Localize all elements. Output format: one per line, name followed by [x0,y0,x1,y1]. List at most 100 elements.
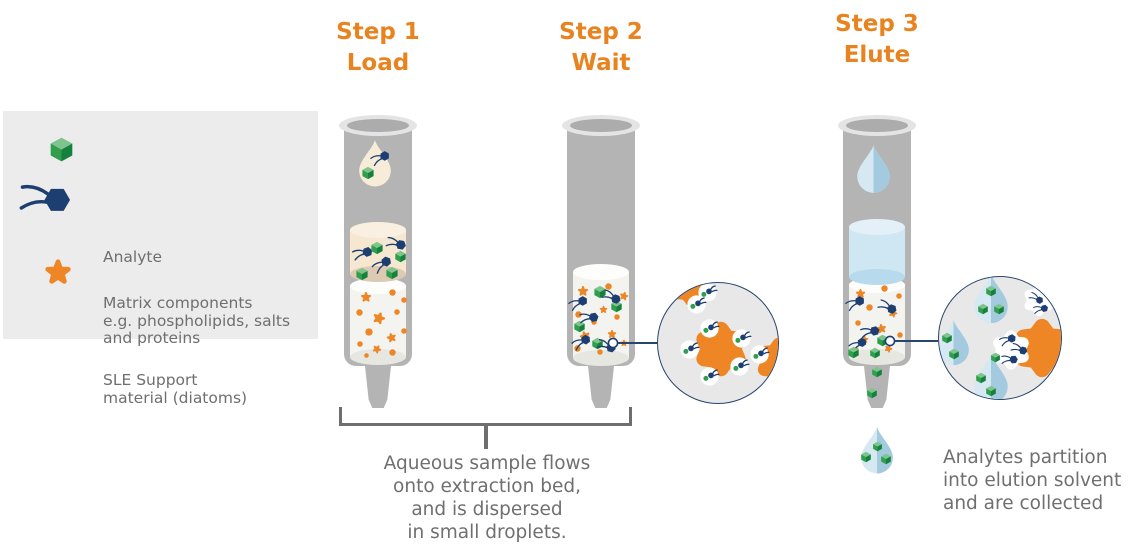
diatom-icon [855,320,861,326]
collected-droplet [859,426,895,474]
matrix-icon [843,291,869,313]
diatom-icon [897,332,903,338]
matrix-icon [384,234,409,252]
analyte-icon [975,372,987,384]
analyte-icon [876,334,889,347]
liquid-layer-step3-elute [849,227,905,277]
liquid-top-ellipse-step3-elute [849,219,905,235]
analyte-icon [866,387,878,399]
analyte-icon [880,453,892,465]
analyte-icon [985,385,997,397]
analyte-icon [977,303,989,315]
liquid-top-ellipse-step1-load [350,222,406,238]
diatom-icon [887,307,900,320]
matrix-icon [350,242,376,263]
analyte-icon [361,166,375,180]
diatom-icon [384,330,397,343]
sample-microdroplet-icon [729,356,749,376]
droplet-icon [972,277,1010,324]
diatom-icon [607,329,617,339]
tube-rim-inner-step1-load [347,119,409,132]
analyte-icon [385,266,399,280]
analyte-icon [610,300,623,313]
caption-load-wait: Aqueous sample flows onto extraction bed… [383,453,591,543]
analyte-icon [573,320,586,333]
sample-microdroplet-icon [749,344,769,364]
steps-1-2-bracket [339,407,632,426]
diatom-icon [357,341,363,347]
sample-microdroplet-icon [731,328,751,348]
sample-microdroplet-icon [699,366,719,386]
matrix-icon [876,297,901,317]
diatom-icon [604,282,612,290]
sample-microdroplet-icon [697,283,717,302]
diatom-surface-blob [692,320,750,378]
diatom-icon [853,347,859,353]
sample-microdroplet-icon [679,339,699,359]
diatom-icon [875,322,888,335]
diatom-icon [865,303,873,311]
sle-support-icon [43,257,73,287]
elution-solvent-droplet [855,144,892,193]
analyte-icon [990,352,1001,363]
step-3-header: Step 3 Elute [815,9,939,71]
diatom-icon [574,310,582,318]
legend-label-matrix-components: Matrix components e.g. phospholipids, sa… [103,294,291,347]
diatom-icon [882,342,894,354]
legend-label-analyte: Analyte [103,248,163,266]
step-3-number: Step 3 [835,11,919,37]
diatom-icon [618,290,630,302]
matrix-icon [566,291,592,313]
analyte-icon [860,451,872,463]
matrix-icon [578,309,602,326]
matrix-icon [368,146,394,168]
tube-rim-inner-step3-elute [846,119,908,132]
bed-top-ellipse-step2-wait [573,264,629,280]
analyte-icon [370,241,384,255]
analyte-icon [985,285,997,297]
matrix-icon [1009,341,1030,357]
analyte-icon [394,250,407,263]
diatom-icon [577,285,589,297]
step-2-number: Step 2 [559,19,643,45]
diatom-icon [394,309,400,315]
analyte-icon [871,366,883,378]
magnifier-connector-step2 [618,342,657,344]
matrix-icon [859,322,884,340]
matrix-icon [846,332,870,354]
legend-panel: Analyte Matrix components e.g. phospholi… [3,111,318,406]
magnified-view-step3 [938,276,1062,400]
diatom-icon [577,328,592,343]
diatom-icon [573,344,581,352]
step-1-action: Load [346,50,410,76]
matrix-icon [596,337,621,355]
diatom-icon [360,291,372,303]
magnifier-connector-step3 [895,340,938,342]
analyte-icon [847,346,860,359]
diatom-icon [880,284,888,292]
bracket-tick [484,426,488,449]
diatom-icon [855,288,866,299]
step-3-action: Elute [843,42,911,68]
analyte-icon [993,303,1005,315]
legend-label-sle-support: SLE Support material (diatoms) [103,371,248,407]
bed-bottom-ellipse-step2-wait [573,350,629,366]
droplet-icon [939,319,971,365]
diatom-icon [370,309,388,327]
analyte-icon [355,267,369,281]
diatom-icon [388,288,396,296]
diatom-icon [355,308,363,316]
diatom-icon [597,349,603,355]
diatom-icon [365,328,373,336]
liquid-bottom-ellipse-step3-elute [849,269,905,285]
step-1-number: Step 1 [336,19,420,45]
tube-rim-inner-step2-wait [570,119,632,132]
matrix-icon [600,287,625,307]
diatom-icon [614,314,620,320]
matrix-components-icon [19,179,77,214]
diatom-icon [591,319,597,325]
matrix-icon [997,330,1019,348]
matrix-icon [1000,352,1020,365]
diatom-icon [388,348,396,356]
